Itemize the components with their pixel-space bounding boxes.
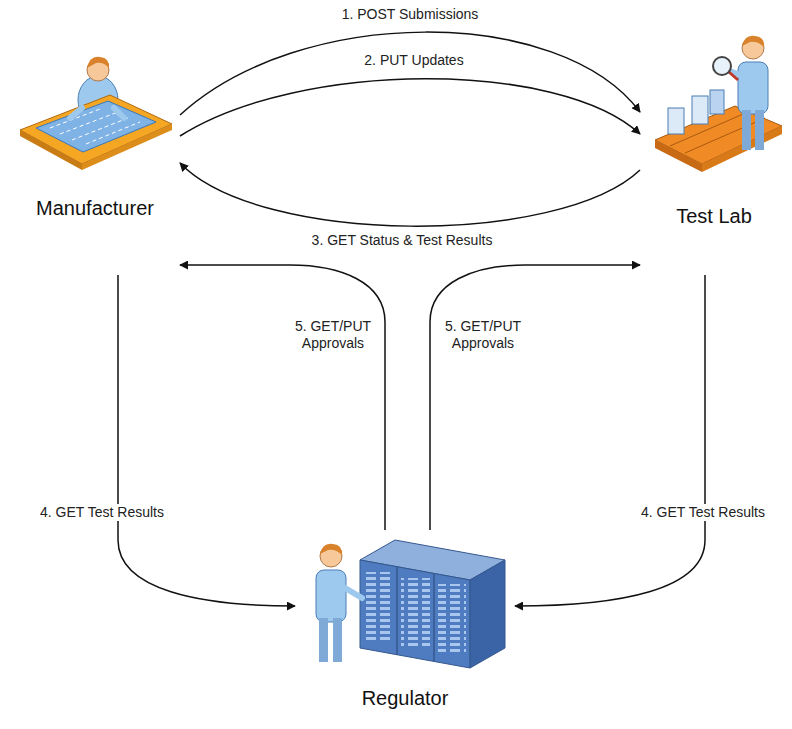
actor-node: Test Lab — [640, 28, 788, 275]
arrow-label: 1. POST Submissions — [339, 6, 482, 23]
manufacturer-icon — [20, 57, 172, 170]
regulator-icon — [316, 540, 505, 668]
test-lab-icon — [655, 36, 782, 172]
flow-arrow — [515, 275, 705, 606]
flow-arrow — [180, 265, 385, 530]
arrow-label: 4. GET Test Results — [37, 504, 167, 521]
flow-arrow — [118, 275, 295, 606]
arrow-label: 3. GET Status & Test Results — [309, 232, 496, 249]
actor-node: Regulator — [295, 530, 515, 720]
actor-label: Regulator — [295, 686, 515, 710]
actor-label: Test Lab — [640, 204, 788, 228]
flow-arrow — [180, 79, 640, 136]
arrow-label: 4. GET Test Results — [638, 504, 768, 521]
actor-node: Manufacturer — [10, 60, 180, 275]
actor-label: Manufacturer — [10, 196, 180, 220]
flow-arrow — [180, 32, 640, 115]
arrow-label: 5. GET/PUT Approvals — [288, 318, 378, 352]
arrow-label: 2. PUT Updates — [361, 52, 466, 69]
flow-arrow — [430, 265, 640, 530]
flow-arrow — [180, 163, 640, 226]
arrow-label: 5. GET/PUT Approvals — [438, 318, 528, 352]
